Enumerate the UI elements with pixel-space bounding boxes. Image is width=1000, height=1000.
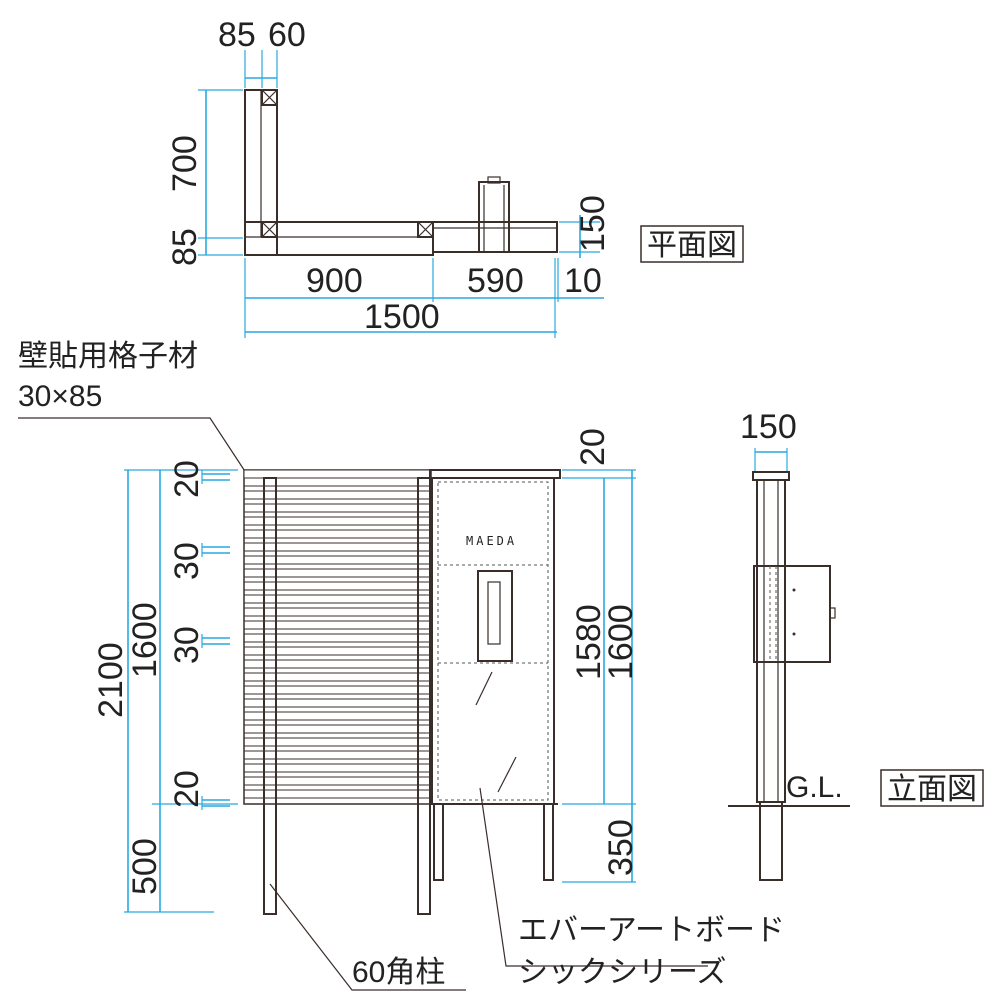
post-mid [417, 477, 431, 915]
post-label: 60角柱 [352, 956, 445, 989]
plan-dim-150: 150 [574, 195, 612, 252]
front-view: 壁貼用格子材 30×85 MAEDA 2100 1600 500 [18, 340, 785, 991]
lattice-slat [243, 633, 432, 643]
front-dim-20-top: 20 [168, 460, 206, 498]
gl-label: G.L. [786, 771, 843, 804]
lattice-slat [243, 607, 432, 617]
board-leg-right [543, 803, 554, 881]
side-post [759, 801, 783, 881]
lattice-slat [243, 737, 432, 747]
lattice-leader [18, 417, 253, 483]
lattice-slat [243, 659, 432, 669]
lattice-slat [243, 763, 432, 773]
post-left [263, 477, 277, 915]
plan-post-top [261, 89, 278, 106]
board-leader [479, 787, 708, 967]
lattice-slat [243, 542, 432, 552]
board-panel [431, 477, 555, 805]
lattice-slat [243, 698, 432, 708]
lattice-panel [243, 469, 432, 805]
lattice-slat [243, 685, 432, 695]
plan-dim-60-top: 60 [268, 16, 306, 54]
side-view: 150 G.L. 立面図 [728, 408, 984, 881]
side-cap [752, 471, 790, 481]
side-mailbox [753, 565, 831, 663]
board-label-line2: シックシリーズ [518, 956, 727, 989]
lattice-slat [243, 711, 432, 721]
front-dim-30-b: 30 [168, 626, 206, 664]
lattice-slat [243, 620, 432, 630]
plan-dim-85-top: 85 [218, 16, 256, 54]
mail-slot [487, 581, 501, 645]
plan-dim-700: 700 [166, 135, 204, 192]
board-cap [429, 469, 561, 479]
plan-dim-590: 590 [467, 262, 524, 300]
front-dim-1600-left: 1600 [126, 602, 164, 678]
lattice-slat [243, 529, 432, 539]
lattice-slat [243, 776, 432, 786]
plan-dim-10: 10 [564, 262, 602, 300]
post-leader [269, 883, 466, 991]
plan-dim-1500: 1500 [364, 298, 440, 336]
lattice-slat [243, 750, 432, 760]
plan-dim-85-left: 85 [166, 228, 204, 266]
lattice-label-line2: 30×85 [18, 380, 102, 413]
side-view-title-box [880, 769, 984, 807]
front-dim-500: 500 [126, 838, 164, 895]
lattice-label-line1: 壁貼用格子材 [18, 340, 198, 373]
lattice-slat [243, 594, 432, 604]
lattice-slat [243, 516, 432, 526]
plan-view: 85 60 700 85 150 平面図 900 590 10 1500 [166, 16, 744, 338]
front-dim-30-a: 30 [168, 542, 206, 580]
lattice-slat [243, 789, 432, 799]
lattice-slat [243, 503, 432, 513]
front-dim-350: 350 [602, 819, 640, 876]
mail-slot-frame [477, 570, 513, 662]
board-brand: MAEDA [466, 534, 517, 548]
lattice-slat [243, 724, 432, 734]
front-dim-20-bottom: 20 [168, 770, 206, 808]
plan-board-section [432, 221, 558, 253]
side-dim-150: 150 [740, 408, 797, 446]
front-dim-1600-right: 1600 [602, 604, 640, 680]
lattice-slat [243, 568, 432, 578]
lattice-slat [243, 581, 432, 591]
lattice-cap [243, 469, 432, 479]
plan-view-title: 平面図 [647, 229, 737, 262]
side-board [756, 479, 786, 803]
board-leg-left [433, 803, 444, 881]
lattice-slat [243, 477, 432, 487]
plan-mailbox [478, 181, 510, 253]
plan-horizontal-strip [244, 221, 434, 256]
front-dim-1580: 1580 [570, 604, 608, 680]
lattice-slat [243, 555, 432, 565]
plan-view-title-box [640, 225, 744, 263]
lattice-slat [243, 672, 432, 682]
lattice-slat [243, 646, 432, 656]
front-dim-2100: 2100 [92, 642, 130, 718]
board-label-line1: エバーアートボード [518, 914, 785, 947]
front-dim-20-right: 20 [574, 428, 612, 466]
side-view-title: 立面図 [887, 773, 977, 806]
lattice-slat [243, 490, 432, 500]
plan-dim-900: 900 [306, 262, 363, 300]
